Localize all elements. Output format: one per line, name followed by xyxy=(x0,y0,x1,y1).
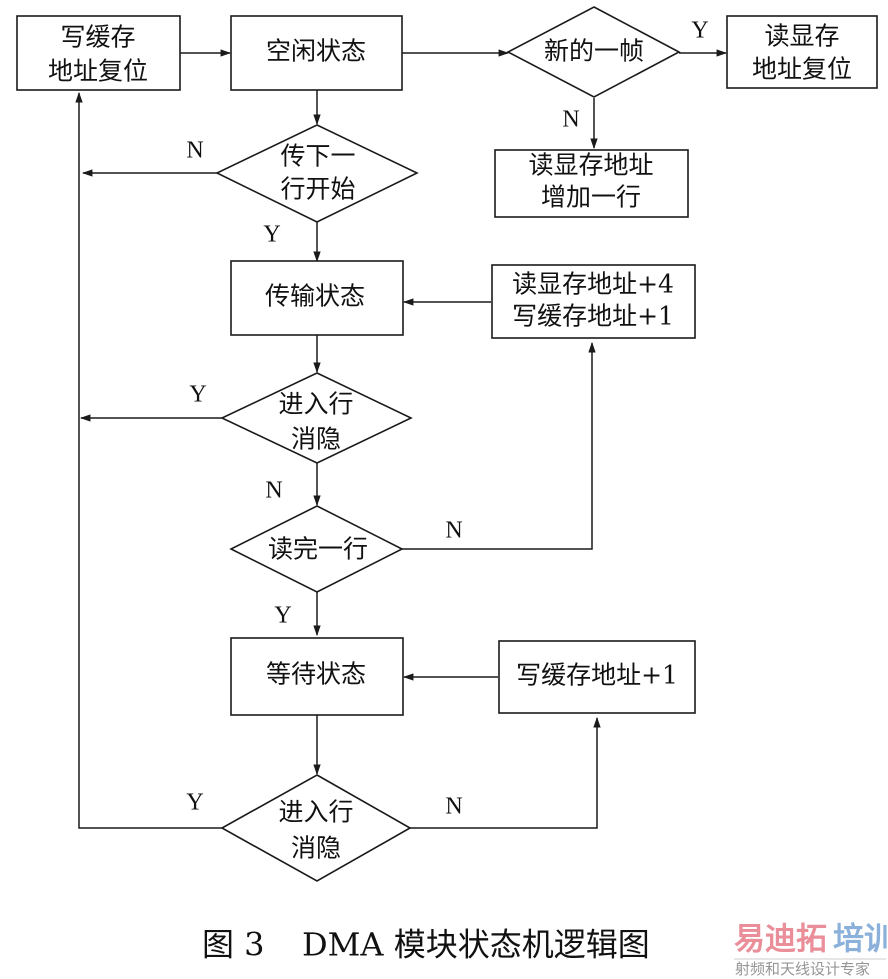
label-hblank1-yes: Y xyxy=(189,382,206,408)
watermark-tagline: 射频和天线设计专家 xyxy=(735,960,870,978)
watermark: 易迪拓 培训 射频和天线设计专家 xyxy=(734,922,888,978)
node-addr-increment: 读显存地址+4 写缓存地址+1 xyxy=(491,264,696,339)
node-read-vram-add-line-box xyxy=(494,149,689,218)
node-read-vram-add-line-line2: 增加一行 xyxy=(541,183,641,212)
node-transfer-state-label: 传输状态 xyxy=(265,282,365,311)
node-write-cache-reset: 写缓存 地址复位 xyxy=(16,15,181,91)
node-read-vram-add-line-line1: 读显存地址 xyxy=(528,151,653,180)
caption-title: DMA 模块状态机逻辑图 xyxy=(302,926,650,964)
node-idle-state: 空闲状态 xyxy=(230,15,403,91)
label-next-line-no: N xyxy=(186,138,203,164)
node-addr-increment-line1: 读显存地址+4 xyxy=(512,270,674,299)
node-wait-state-box xyxy=(230,637,404,716)
node-idle-state-box xyxy=(230,15,403,91)
edge-left-return-bus xyxy=(75,91,222,829)
label-new-frame-no: N xyxy=(562,107,579,133)
node-next-line-start-diamond xyxy=(215,124,419,223)
node-enter-hblank-2-line1: 进入行 xyxy=(278,798,353,827)
node-write-cache-reset-line1: 写缓存 xyxy=(60,23,135,52)
node-addr-increment-box xyxy=(491,264,696,339)
node-next-line-start: 传下一 行开始 xyxy=(215,124,419,223)
node-wait-state: 等待状态 xyxy=(230,637,404,716)
node-read-line-done-diamond xyxy=(229,505,404,593)
label-next-line-yes: Y xyxy=(263,222,280,248)
node-addr-increment-line2: 写缓存地址+1 xyxy=(512,302,674,331)
node-enter-hblank-2-diamond xyxy=(220,774,412,882)
node-wait-state-label: 等待状态 xyxy=(266,660,366,689)
node-read-vram-reset-line1: 读显存 xyxy=(764,22,839,51)
node-read-vram-reset-line2: 地址复位 xyxy=(752,55,852,84)
label-line-done-no: N xyxy=(445,518,462,544)
caption-figure-number: 图 3 xyxy=(202,926,265,964)
node-read-line-done-label: 读完一行 xyxy=(268,535,368,564)
node-enter-hblank-1: 进入行 消隐 xyxy=(220,372,413,464)
node-next-line-start-line1: 传下一 xyxy=(280,142,355,171)
edge-hblank2-no xyxy=(410,716,601,829)
node-new-frame: 新的一帧 xyxy=(506,6,681,98)
label-line-done-yes: Y xyxy=(274,603,291,629)
node-enter-hblank-1-line2: 消隐 xyxy=(291,425,341,454)
node-read-vram-reset-box xyxy=(726,15,878,89)
label-hblank1-no: N xyxy=(265,478,282,504)
node-enter-hblank-1-diamond xyxy=(220,372,413,464)
node-enter-hblank-1-line1: 进入行 xyxy=(278,390,353,419)
node-enter-hblank-2-line2: 消隐 xyxy=(291,834,341,863)
connectors xyxy=(75,49,728,829)
node-transfer-state-box xyxy=(230,260,404,336)
watermark-brand-part1: 易迪拓 xyxy=(734,922,827,958)
edge-labels: Y N N Y Y N N Y Y N xyxy=(186,18,708,820)
node-write-cache-reset-line2: 地址复位 xyxy=(48,57,148,86)
node-enter-hblank-2: 进入行 消隐 xyxy=(220,774,412,882)
node-read-vram-add-line: 读显存地址 增加一行 xyxy=(494,149,689,218)
label-hblank2-yes: Y xyxy=(186,790,203,816)
node-new-frame-diamond xyxy=(506,6,681,98)
node-idle-state-label: 空闲状态 xyxy=(266,37,366,66)
label-hblank2-no: N xyxy=(445,794,462,820)
watermark-brand-part2: 培训 xyxy=(833,922,888,958)
node-write-cache-increment-box xyxy=(498,640,696,714)
node-write-cache-reset-box xyxy=(16,15,181,91)
node-write-cache-increment-label: 写缓存地址+1 xyxy=(516,661,678,690)
node-read-vram-reset: 读显存 地址复位 xyxy=(726,15,878,89)
node-read-line-done: 读完一行 xyxy=(229,505,404,593)
node-next-line-start-line2: 行开始 xyxy=(280,175,355,204)
figure-caption: 图 3 DMA 模块状态机逻辑图 xyxy=(202,926,650,964)
node-new-frame-label: 新的一帧 xyxy=(544,37,644,66)
edge-line-done-no xyxy=(402,341,596,550)
label-new-frame-yes: Y xyxy=(691,18,708,44)
node-transfer-state: 传输状态 xyxy=(230,260,404,336)
node-write-cache-increment: 写缓存地址+1 xyxy=(498,640,696,714)
